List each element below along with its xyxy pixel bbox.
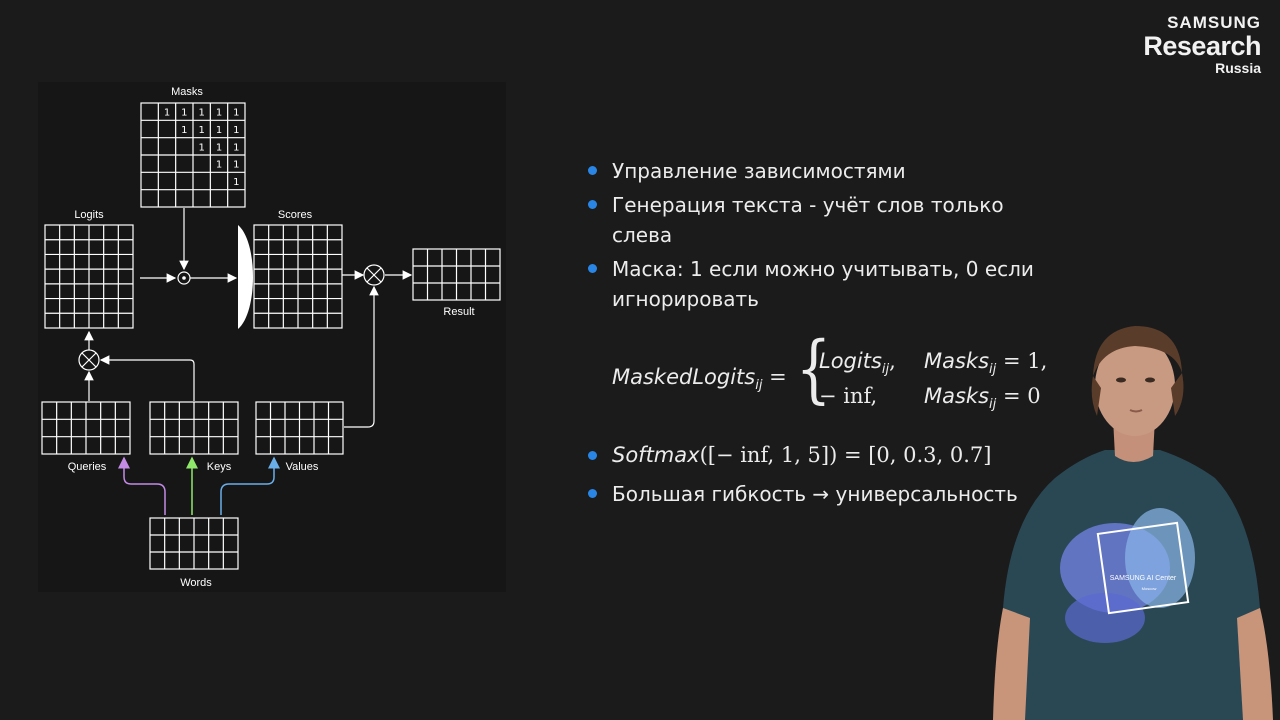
queries-label: Queries	[68, 461, 107, 473]
samsung-research-logo: SAMSUNG Research Russia	[1143, 14, 1261, 75]
keys-grid	[149, 401, 239, 455]
result-label: Result	[443, 306, 474, 318]
values-label: Values	[286, 461, 319, 473]
scores-grid	[253, 224, 343, 329]
logo-research: Research	[1143, 31, 1261, 61]
formula-case-1: Logitsij,	[819, 349, 896, 377]
mask-cell-value: 1	[198, 108, 204, 119]
mask-cell-value: 1	[233, 160, 239, 171]
formula-case-1-condition: Masksij = 1,	[924, 349, 1048, 377]
mask-cell-value: 1	[233, 142, 239, 153]
keys-label: Keys	[207, 461, 232, 473]
mask-cell-value: 1	[216, 108, 222, 119]
arrow-words-to-queries	[118, 456, 166, 515]
mask-cell-value: 1	[198, 142, 204, 153]
queries-grid	[41, 401, 131, 455]
mask-cell-value: 1	[216, 125, 222, 136]
bullet-flexibility: Большая гибкость → универсальность	[585, 479, 1018, 509]
logits-grid	[44, 224, 134, 329]
logo-samsung: SAMSUNG	[1167, 13, 1261, 32]
masked-logits-formula: MaskedLogitsij = { Logitsij, Masksij = 1…	[612, 332, 1072, 424]
bullet-softmax-example: Softmax([− inf, 1, 5]) = [0, 0.3, 0.7]	[585, 440, 991, 470]
logo-russia: Russia	[1215, 60, 1261, 76]
bullet-mask-definition: Маска: 1 если можно учитывать, 0 если иг…	[585, 254, 1055, 314]
masks-grid	[140, 102, 246, 208]
bullet-list: Управление зависимостями Генерация текст…	[585, 156, 1055, 314]
shirt-print-subtext: Moscow	[1142, 586, 1157, 591]
mask-cell-value: 1	[181, 108, 187, 119]
formula-lhs: MaskedLogitsij =	[612, 365, 787, 393]
words-label: Words	[180, 577, 212, 589]
bullet-dependencies: Управление зависимостями	[585, 156, 1055, 186]
formula-brace: {	[795, 326, 832, 412]
values-grid	[255, 401, 344, 455]
mask-cell-value: 1	[233, 177, 239, 188]
mask-cell-value: 1	[164, 108, 170, 119]
mask-cell-value: 1	[233, 125, 239, 136]
masks-label: Masks	[171, 86, 203, 98]
bullet-text-generation: Генерация текста - учёт слов только слев…	[585, 190, 1055, 250]
formula-case-2: − inf,	[819, 384, 878, 408]
mask-cell-value: 1	[181, 125, 187, 136]
words-grid	[149, 517, 239, 570]
mask-cell-value: 1	[216, 142, 222, 153]
mask-cell-value: 1	[198, 125, 204, 136]
arrow-words-to-values	[220, 456, 280, 515]
arrow-values-to-matmul	[344, 285, 379, 428]
mask-cell-value: 1	[233, 108, 239, 119]
result-grid	[412, 248, 501, 301]
arrow-keys-to-matmul	[99, 355, 195, 401]
mask-cell-value: 1	[216, 160, 222, 171]
shirt-print-text: SAMSUNG AI Center	[1110, 575, 1177, 582]
speaker-presenter: SAMSUNG AI Center Moscow	[993, 326, 1273, 720]
softmax-shape	[238, 225, 253, 329]
logits-label: Logits	[74, 209, 104, 221]
scores-label: Scores	[278, 209, 313, 221]
formula-case-2-condition: Masksij = 0	[924, 384, 1041, 412]
